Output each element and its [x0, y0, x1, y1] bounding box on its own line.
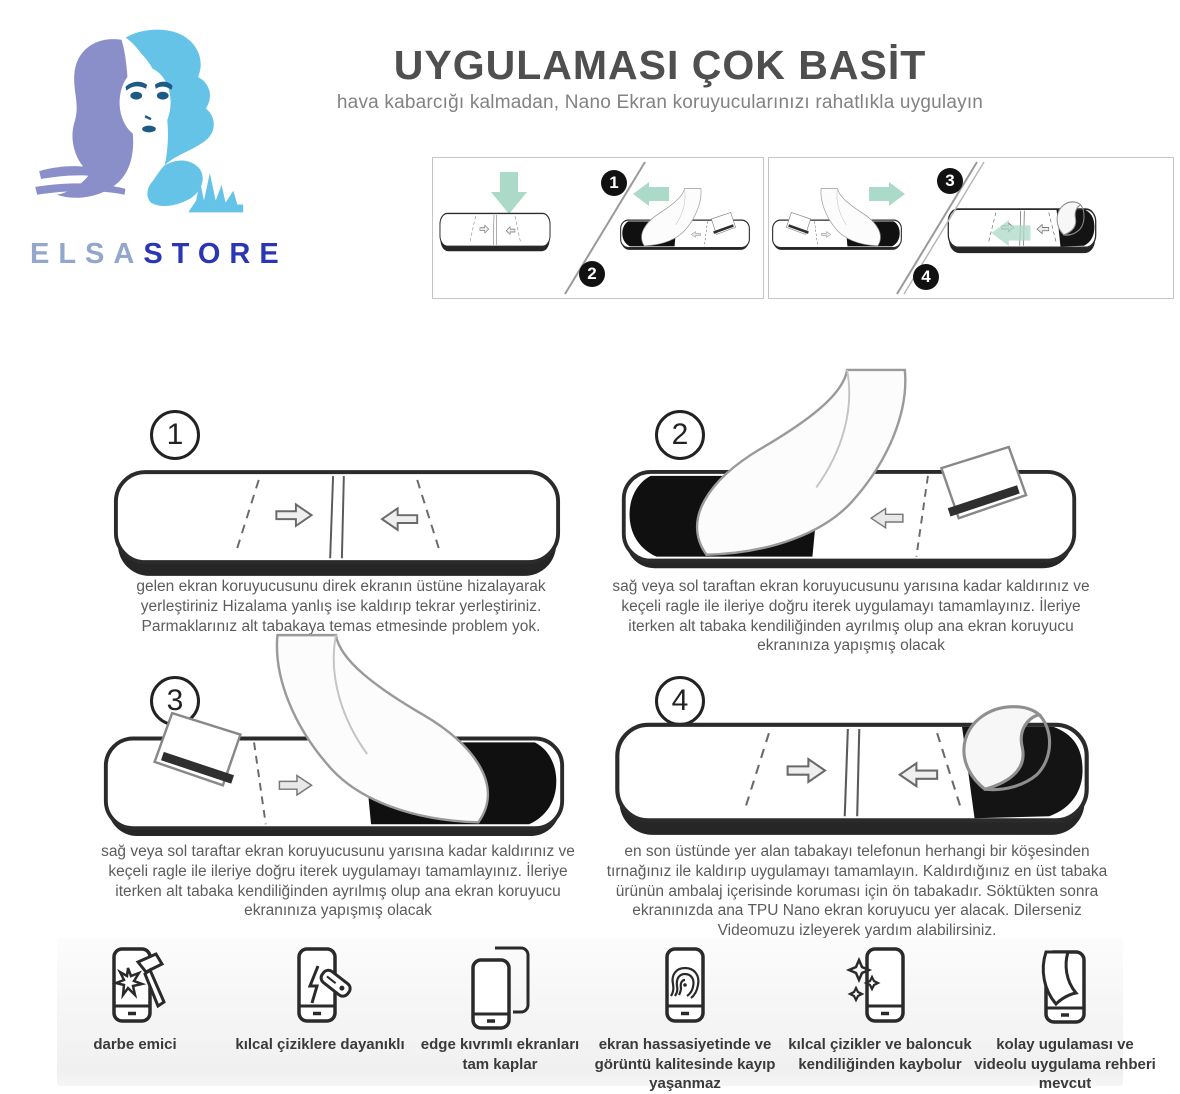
page-title: UYGULAMASI ÇOK BASİT [393, 42, 927, 88]
phone-scratch-cutter-icon [297, 947, 352, 1023]
guide-step-badge: 1 [601, 170, 627, 196]
feature-item: edge kıvrımlı ekranları tam kaplar [415, 946, 585, 1074]
step-instruction: sağ veya sol taraftan ekran koruyucusunu… [612, 578, 1090, 655]
quick-guide-box-1: 1 2 [432, 157, 764, 299]
page-subtitle: hava kabarcığı kalmadan, Nano Ekran koru… [336, 92, 984, 113]
feature-item: darbe emici [60, 946, 210, 1055]
phone-peel-film-icon [1041, 950, 1086, 1024]
step2-phone-illustration [618, 368, 1080, 575]
step4-phone-illustration [613, 702, 1091, 837]
step-instruction: en son üstünde yer alan tabakayı telefon… [606, 843, 1108, 940]
feature-label: darbe emici [93, 1036, 177, 1053]
elsa-logo-graphic [35, 29, 244, 213]
step-number: 1 [150, 410, 200, 460]
diagonal-divider [896, 161, 985, 295]
feature-label: kılcal çiziklere dayanıklı [235, 1036, 405, 1053]
phone-sparkles-icon [845, 947, 905, 1023]
feature-label: ekran hassasiyetinde ve görüntü kalitesi… [594, 1036, 776, 1092]
step1-phone-illustration [113, 470, 561, 578]
step-number: 2 [655, 410, 705, 460]
quick-guide-box-2: 3 4 [768, 157, 1174, 299]
step3-phone-illustration [100, 633, 568, 843]
feature-label: kılcal çizikler ve baloncuk kendiliğinde… [788, 1036, 972, 1073]
diagonal-divider [564, 161, 646, 295]
feature-item: kılcal çizikler ve baloncuk kendiliğinde… [788, 946, 972, 1074]
feature-item: ekran hassasiyetinde ve görüntü kalitesi… [592, 946, 778, 1094]
step-instruction: gelen ekran koruyucusunu direk ekranın ü… [136, 578, 546, 635]
brand-elsa-text: ELSA [30, 238, 144, 270]
step-instruction: sağ veya sol taraftar ekran koruyucusunu… [101, 843, 575, 920]
arrow-left-on-screen-icon [991, 220, 1031, 246]
feature-label: edge kıvrımlı ekranları tam kaplar [420, 1036, 580, 1073]
arrow-left-icon [633, 182, 669, 206]
phone-edge-cover-icon [471, 946, 530, 1030]
brand-store-text: STORE [143, 238, 288, 270]
guide-step-badge: 4 [913, 264, 939, 290]
arrow-down-icon [491, 172, 527, 214]
store-brand: ELSASTORE [30, 238, 288, 271]
guide-step-badge: 3 [937, 168, 963, 194]
features-band [57, 938, 1123, 1086]
feature-item: kılcal çiziklere dayanıklı [230, 946, 410, 1055]
arrow-right-icon [869, 182, 905, 206]
phone-impact-hammer-icon [111, 947, 166, 1023]
guide-step-badge: 2 [579, 261, 605, 287]
feature-item: kolay ugulaması ve videolu uygulama rehb… [972, 946, 1158, 1094]
feature-label: kolay ugulaması ve videolu uygulama rehb… [974, 1036, 1156, 1092]
phone-fingerprint-icon [665, 947, 705, 1023]
